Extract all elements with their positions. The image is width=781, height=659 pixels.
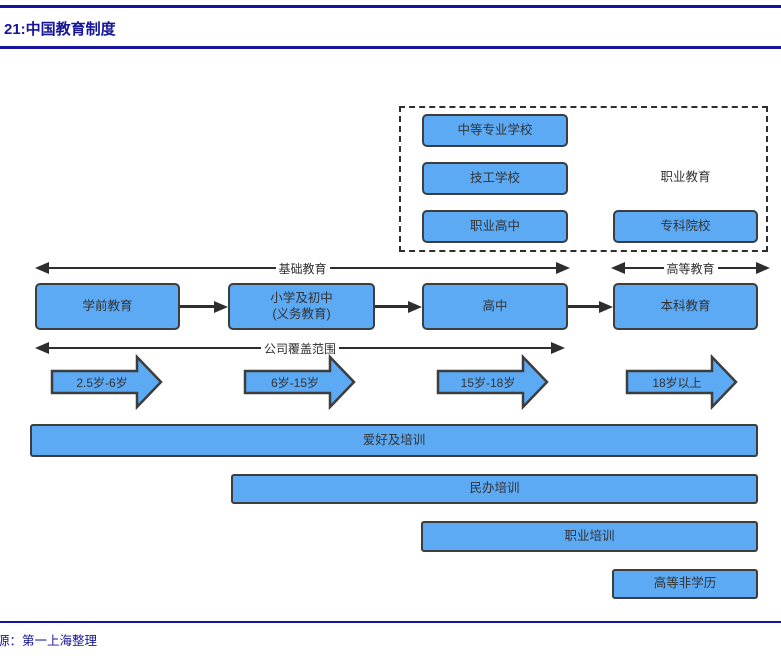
age-arrow-label: 18岁以上 bbox=[652, 375, 702, 390]
age-arrow-label: 15岁-18岁 bbox=[460, 375, 516, 390]
flow-connector bbox=[180, 300, 228, 313]
age-range-arrow: 6岁-15岁 bbox=[243, 354, 357, 410]
vocational-box-secondary-specialized: 中等专业学校 bbox=[422, 114, 568, 147]
age-arrow-label: 2.5岁-6岁 bbox=[76, 375, 128, 390]
top-rule bbox=[0, 5, 781, 8]
axis-line bbox=[625, 266, 664, 270]
block-arrow-icon bbox=[625, 354, 738, 410]
age-arrow-label: 6岁-15岁 bbox=[270, 375, 320, 390]
axis-company-coverage: 公司覆盖范围 bbox=[35, 341, 566, 356]
block-arrow-icon bbox=[243, 354, 356, 410]
arrowhead-left-icon bbox=[35, 262, 49, 274]
flow-box-primary-middle: 小学及初中 (义务教育) bbox=[228, 283, 375, 330]
axis-line bbox=[339, 346, 552, 350]
axis-label: 基础教育 bbox=[278, 261, 327, 276]
axis-basic-education: 基础教育 bbox=[35, 261, 571, 276]
age-range-arrow: 15岁-18岁 bbox=[436, 354, 550, 410]
vocational-box-junior-college: 专科院校 bbox=[613, 210, 758, 243]
axis-line bbox=[49, 346, 261, 350]
age-range-arrow: 18岁以上 bbox=[625, 354, 739, 410]
flow-box-undergraduate: 本科教育 bbox=[613, 283, 758, 330]
axis-label: 高等教育 bbox=[666, 261, 715, 276]
connector-line bbox=[180, 305, 214, 308]
connector-line bbox=[568, 305, 599, 308]
arrowhead-left-icon bbox=[611, 262, 625, 274]
vocational-box-vocational-highschool: 职业高中 bbox=[422, 210, 568, 243]
arrowhead-right-icon bbox=[408, 300, 422, 313]
arrowhead-right-icon bbox=[214, 300, 228, 313]
flow-connector bbox=[375, 300, 422, 313]
flow-box-preschool: 学前教育 bbox=[35, 283, 180, 330]
arrowhead-right-icon bbox=[599, 300, 613, 313]
source-note: 源：第一上海整理 bbox=[0, 634, 98, 648]
arrowhead-right-icon bbox=[756, 262, 771, 274]
age-range-arrow: 2.5岁-6岁 bbox=[50, 354, 164, 410]
block-arrow-icon bbox=[436, 354, 549, 410]
axis-line bbox=[329, 266, 557, 270]
connector-line bbox=[375, 305, 408, 308]
footer-rule bbox=[0, 621, 781, 623]
flow-connector bbox=[568, 300, 613, 313]
axis-line bbox=[717, 266, 757, 270]
vocational-group-label: 职业教育 bbox=[660, 170, 711, 184]
bar-vocational-training: 职业培训 bbox=[421, 521, 758, 552]
block-arrow-icon bbox=[50, 354, 163, 410]
arrowhead-left-icon bbox=[35, 342, 49, 354]
vocational-group-box bbox=[399, 106, 768, 252]
bar-hobby-training: 爱好及培训 bbox=[30, 424, 758, 457]
axis-line bbox=[49, 266, 276, 270]
figure-title: 21:中国教育制度 bbox=[4, 21, 116, 38]
vocational-box-technical-school: 技工学校 bbox=[422, 162, 568, 195]
axis-label: 公司覆盖范围 bbox=[264, 341, 337, 356]
arrowhead-right-icon bbox=[551, 342, 566, 354]
flow-box-highschool: 高中 bbox=[422, 283, 568, 330]
bar-private-training: 民办培训 bbox=[231, 474, 758, 504]
title-underline bbox=[0, 46, 781, 49]
axis-higher-education: 高等教育 bbox=[611, 261, 771, 276]
arrowhead-right-icon bbox=[556, 262, 571, 274]
bar-higher-nondegree: 高等非学历 bbox=[612, 569, 758, 599]
